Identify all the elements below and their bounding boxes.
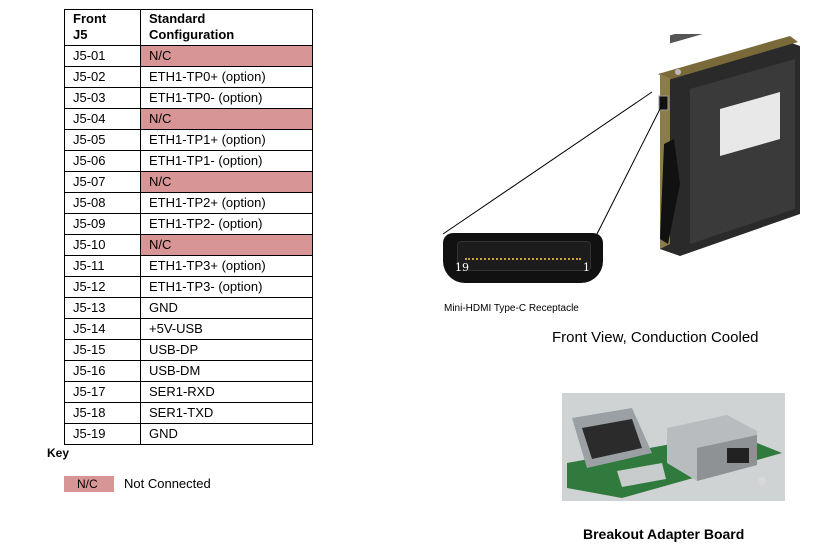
conduction-cooled-module-image bbox=[658, 34, 800, 256]
pin-cell: J5-14 bbox=[64, 318, 141, 340]
pin-cell: J5-09 bbox=[64, 213, 141, 235]
config-cell: SER1-RXD bbox=[140, 381, 313, 403]
config-cell: +5V-USB bbox=[140, 318, 313, 340]
pin-cell: J5-01 bbox=[64, 45, 141, 67]
pin-cell: J5-15 bbox=[64, 339, 141, 361]
pin-cell: J5-19 bbox=[64, 423, 141, 445]
pin-cell: J5-11 bbox=[64, 255, 141, 277]
config-cell: GND bbox=[140, 297, 313, 319]
breakout-board-caption: Breakout Adapter Board bbox=[583, 526, 745, 542]
config-cell: N/C bbox=[140, 45, 313, 67]
breakout-adapter-board-image bbox=[562, 393, 785, 501]
config-cell: N/C bbox=[140, 234, 313, 256]
config-cell: ETH1-TP3- (option) bbox=[140, 276, 313, 298]
front-view-caption: Front View, Conduction Cooled bbox=[552, 329, 759, 346]
pin-cell: J5-18 bbox=[64, 402, 141, 424]
config-cell: ETH1-TP3+ (option) bbox=[140, 255, 313, 277]
table-row: J5-14+5V-USB bbox=[64, 318, 313, 340]
hdmi-cavity bbox=[457, 241, 591, 271]
config-cell: ETH1-TP0- (option) bbox=[140, 87, 313, 109]
config-cell: N/C bbox=[140, 171, 313, 193]
key-description: Not Connected bbox=[124, 476, 211, 491]
pin-cell: J5-12 bbox=[64, 276, 141, 298]
pin-cell: J5-06 bbox=[64, 150, 141, 172]
config-cell: ETH1-TP2- (option) bbox=[140, 213, 313, 235]
config-cell: ETH1-TP1+ (option) bbox=[140, 129, 313, 151]
config-cell: N/C bbox=[140, 108, 313, 130]
config-cell: GND bbox=[140, 423, 313, 445]
hdmi-caption: Mini-HDMI Type-C Receptacle bbox=[444, 303, 579, 314]
pin-cell: J5-03 bbox=[64, 87, 141, 109]
pin-cell: J5-02 bbox=[64, 66, 141, 88]
key-title: Key bbox=[47, 446, 70, 460]
config-cell: USB-DM bbox=[140, 360, 313, 382]
hdmi-pin-row bbox=[465, 258, 581, 260]
config-cell: ETH1-TP0+ (option) bbox=[140, 66, 313, 88]
config-cell: ETH1-TP1- (option) bbox=[140, 150, 313, 172]
pin-cell: J5-05 bbox=[64, 129, 141, 151]
pin-cell: J5-04 bbox=[64, 108, 141, 130]
config-cell: SER1-TXD bbox=[140, 402, 313, 424]
pin-cell: J5-17 bbox=[64, 381, 141, 403]
config-cell: USB-DP bbox=[140, 339, 313, 361]
pin-cell: J5-07 bbox=[64, 171, 141, 193]
pin-cell: J5-08 bbox=[64, 192, 141, 214]
config-cell: ETH1-TP2+ (option) bbox=[140, 192, 313, 214]
pin-cell: J5-13 bbox=[64, 297, 141, 319]
pin-cell: J5-10 bbox=[64, 234, 141, 256]
pin-1-label: 1 bbox=[583, 261, 590, 274]
mini-hdmi-receptacle: 19 1 bbox=[443, 233, 603, 283]
pin-19-label: 19 bbox=[455, 261, 469, 274]
key-nc-swatch: N/C bbox=[64, 476, 114, 492]
pin-cell: J5-16 bbox=[64, 360, 141, 382]
